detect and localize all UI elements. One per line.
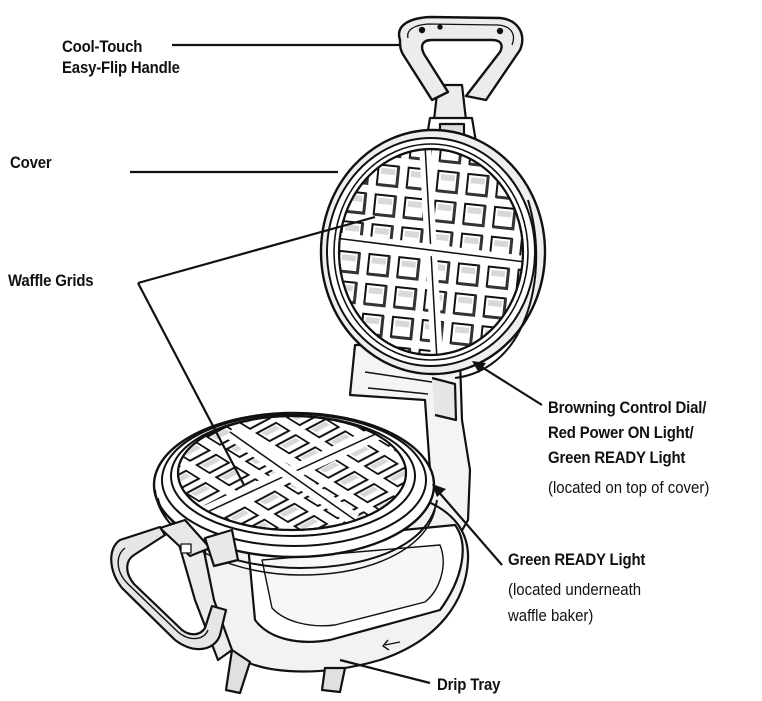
label-handle-line1: Cool-Touch — [62, 36, 142, 57]
label-handle-line2: Easy-Flip Handle — [62, 57, 180, 78]
note-green-line2: waffle baker) — [508, 605, 593, 626]
label-green-ready: Green READY Light — [508, 549, 645, 570]
leader-drip — [340, 660, 430, 683]
note-browning: (located on top of cover) — [548, 477, 709, 498]
leader-browning — [480, 366, 542, 405]
note-green-line1: (located underneath — [508, 579, 641, 600]
cover-plate — [321, 130, 545, 378]
label-browning-line3: Green READY Light — [548, 447, 685, 468]
label-browning-line1: Browning Control Dial/ — [548, 397, 706, 418]
label-drip-tray: Drip Tray — [437, 674, 500, 695]
label-waffle-grids: Waffle Grids — [8, 270, 93, 291]
label-browning-line2: Red Power ON Light/ — [548, 422, 693, 443]
arrow-browning — [472, 361, 486, 373]
label-cover: Cover — [10, 152, 52, 173]
